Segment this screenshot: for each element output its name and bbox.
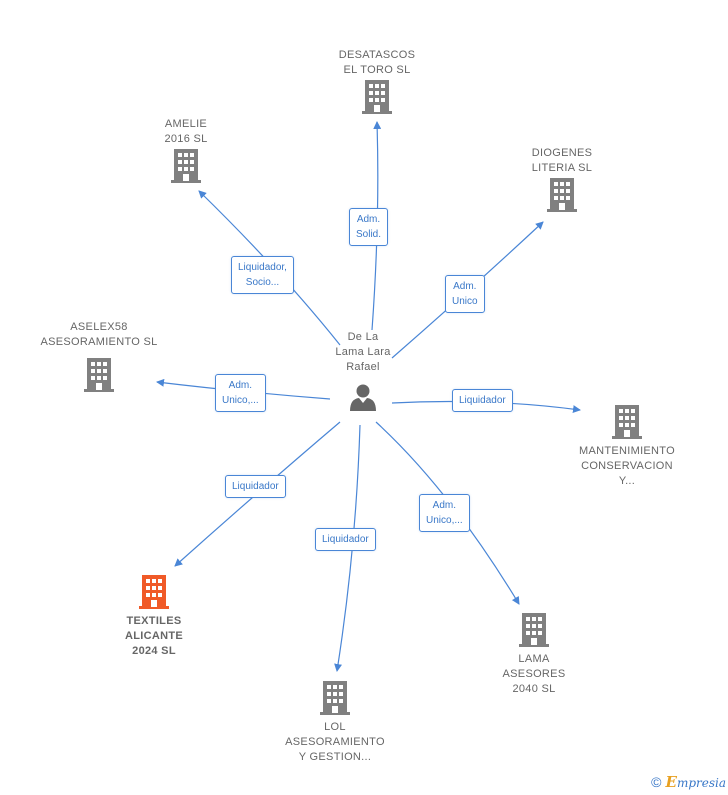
building-icon [84,358,114,392]
person-icon [350,384,376,411]
brand-logo: Empresia [665,773,727,791]
company-name: LAMA ASESORES 2040 SL [502,653,566,695]
company-node-lol[interactable]: LOL ASESORAMIENTO Y GESTION... [270,679,400,765]
company-node-aselex[interactable]: ASELEX58 ASESORAMIENTO SL [34,320,164,397]
company-node-diogenes[interactable]: DIOGENES LITERIA SL [502,146,622,217]
building-icon [362,80,392,114]
company-name: TEXTILES ALICANTE 2024 SL [124,615,183,657]
relation-label-mantenimiento[interactable]: Liquidador [452,389,513,412]
relation-label-textiles[interactable]: Liquidador [225,475,286,498]
building-icon [612,405,642,439]
building-icon [320,681,350,715]
company-name: DESATASCOS EL TORO SL [338,49,416,76]
company-node-textiles[interactable]: TEXTILES ALICANTE 2024 SL [94,573,214,659]
company-node-desatascos[interactable]: DESATASCOS EL TORO SL [317,48,437,119]
relation-label-diogenes[interactable]: Adm. Unico [445,275,485,313]
company-node-lama[interactable]: LAMA ASESORES 2040 SL [474,611,594,697]
building-icon [547,178,577,212]
company-name: MANTENIMIENTO CONSERVACION Y... [579,445,675,487]
building-icon [519,613,549,647]
copyright-icon: © [651,774,662,790]
relation-label-aselex[interactable]: Adm. Unico,... [215,374,266,412]
relation-label-lama[interactable]: Adm. Unico,... [419,494,470,532]
building-icon [171,149,201,183]
center-person-name: De La Lama Lara Rafael [335,331,391,373]
company-node-amelie[interactable]: AMELIE 2016 SL [126,117,246,188]
brand-watermark: ©Empresia [651,773,726,791]
relation-label-desatascos[interactable]: Adm. Solid. [349,208,389,246]
relation-label-lol[interactable]: Liquidador [315,528,376,551]
center-person-node[interactable]: De La Lama Lara Rafael [318,330,408,418]
building-icon [139,575,169,609]
company-name: LOL ASESORAMIENTO Y GESTION... [285,721,385,763]
company-name: DIOGENES LITERIA SL [531,147,593,174]
company-name: AMELIE 2016 SL [164,118,208,145]
company-node-mantenimiento[interactable]: MANTENIMIENTO CONSERVACION Y... [567,403,687,489]
relation-label-amelie[interactable]: Liquidador, Socio... [231,256,294,294]
company-name: ASELEX58 ASESORAMIENTO SL [40,321,158,348]
